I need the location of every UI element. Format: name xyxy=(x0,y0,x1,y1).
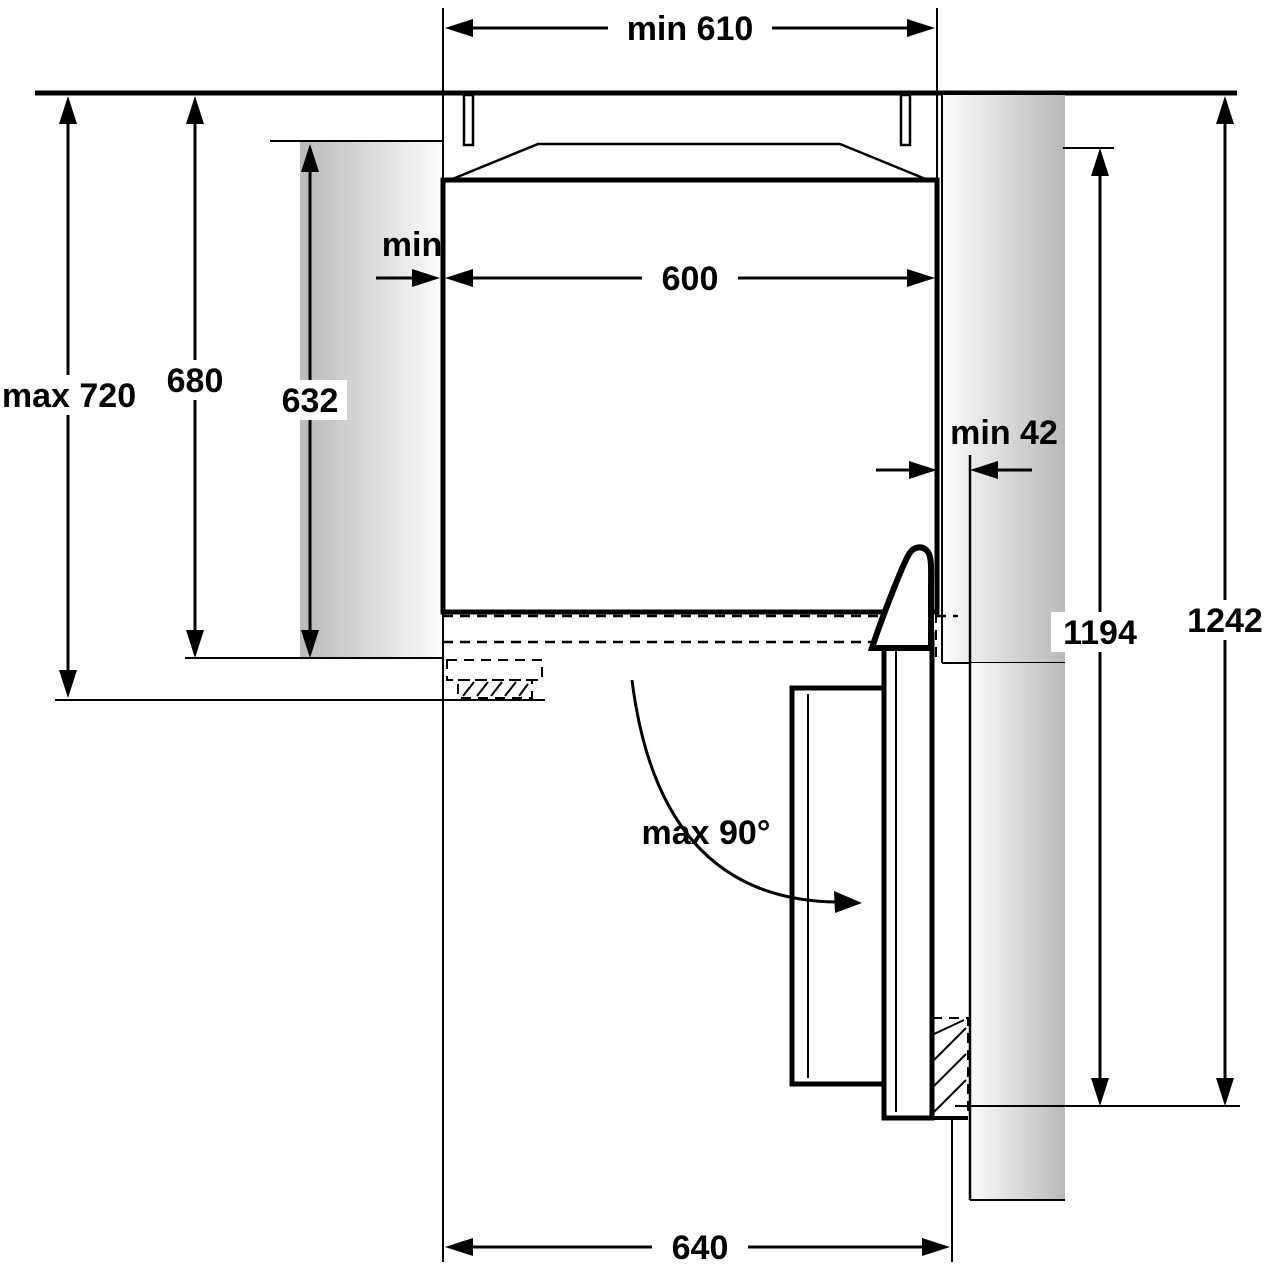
arrowhead xyxy=(834,891,862,913)
mounting-bracket-left xyxy=(462,93,475,147)
oven-body xyxy=(440,93,958,659)
label-bg xyxy=(158,360,232,400)
oven-top-trim xyxy=(449,142,929,182)
foot-hatch xyxy=(490,681,503,697)
arrowhead xyxy=(445,19,473,37)
dim-1242: 1242 xyxy=(1176,96,1268,1106)
dim-label-min-42: min 42 xyxy=(950,414,1058,452)
label-bg xyxy=(608,8,772,48)
arrowhead xyxy=(186,96,204,124)
vent-foot-detail xyxy=(55,659,545,701)
arrowhead xyxy=(301,630,319,658)
plinth-hatch xyxy=(933,1019,965,1035)
dim-600: 600 xyxy=(445,258,935,298)
dim-632: 632 xyxy=(273,144,347,658)
arrowhead xyxy=(59,96,77,124)
dim-label-max-90: max 90° xyxy=(642,814,771,852)
dim-680: 680 xyxy=(158,96,232,658)
plinth-hatch xyxy=(933,1053,967,1087)
foot-hatch xyxy=(518,683,529,697)
plinth-hatch xyxy=(933,1079,967,1113)
dim-1194: 1194 xyxy=(955,147,1240,1107)
dim-min-610: min 610 xyxy=(445,8,935,48)
label-bg xyxy=(1176,600,1268,640)
arrowhead xyxy=(59,670,77,698)
dim-label-max-720: max 720 xyxy=(2,377,136,415)
arrowhead xyxy=(186,630,204,658)
arrowhead xyxy=(445,269,473,287)
arrowhead xyxy=(922,1238,950,1256)
label-bg xyxy=(642,258,738,298)
dim-label-632: 632 xyxy=(282,382,339,420)
arrowhead xyxy=(412,269,440,287)
oven-cavity-box xyxy=(440,177,940,615)
oven-door-front-panel xyxy=(881,631,935,1121)
swing-arc xyxy=(630,679,846,904)
arrowhead xyxy=(909,461,937,479)
foot-outline xyxy=(446,659,543,681)
dim-640: 640 xyxy=(445,1227,950,1267)
dim-label-1194: 1194 xyxy=(1063,614,1137,652)
arrowhead xyxy=(907,269,935,287)
dim-label-600: 600 xyxy=(662,260,719,298)
label-bg xyxy=(0,375,140,415)
arrowhead xyxy=(1216,96,1234,124)
arrowhead xyxy=(445,1238,473,1256)
label-bg xyxy=(1051,612,1149,652)
arrowhead xyxy=(1216,1078,1234,1106)
oven-door-inner-panel xyxy=(789,685,887,1087)
dim-min-42: min 42 xyxy=(876,414,1058,479)
right-panel-fill xyxy=(942,95,1065,663)
plinth-hatch xyxy=(933,1027,967,1061)
label-bg xyxy=(273,380,347,420)
dim-label-640: 640 xyxy=(672,1229,729,1267)
foot-hatch xyxy=(504,681,517,697)
label-bg xyxy=(652,1227,748,1267)
arrowhead xyxy=(1091,1078,1109,1106)
dim-label-min-610: min 610 xyxy=(627,10,754,48)
arrowhead xyxy=(907,19,935,37)
dim-label-680: 680 xyxy=(167,362,224,400)
dim-label-min: min xyxy=(382,226,442,264)
arrowhead xyxy=(1091,148,1109,176)
foot-hatch xyxy=(462,681,475,697)
dim-label-1242: 1242 xyxy=(1187,602,1263,640)
plinth-section-hatch xyxy=(931,1017,969,1120)
dim-min-left: min xyxy=(376,226,442,287)
foot-inner xyxy=(457,679,533,699)
mounting-bracket-right xyxy=(899,93,912,147)
door-swing-annotation: max 90° xyxy=(630,679,862,913)
dim-max-720: max 720 xyxy=(0,96,140,698)
right-cabinet-panel xyxy=(941,95,1065,664)
arrowhead xyxy=(301,144,319,172)
right-lower-cabinet-panel xyxy=(968,455,1065,1201)
oven-door-open xyxy=(789,544,969,1121)
arrowhead xyxy=(970,461,998,479)
door-handle xyxy=(867,544,935,651)
foot-hatch xyxy=(476,681,489,697)
right-lower-panel-fill xyxy=(970,663,1065,1200)
